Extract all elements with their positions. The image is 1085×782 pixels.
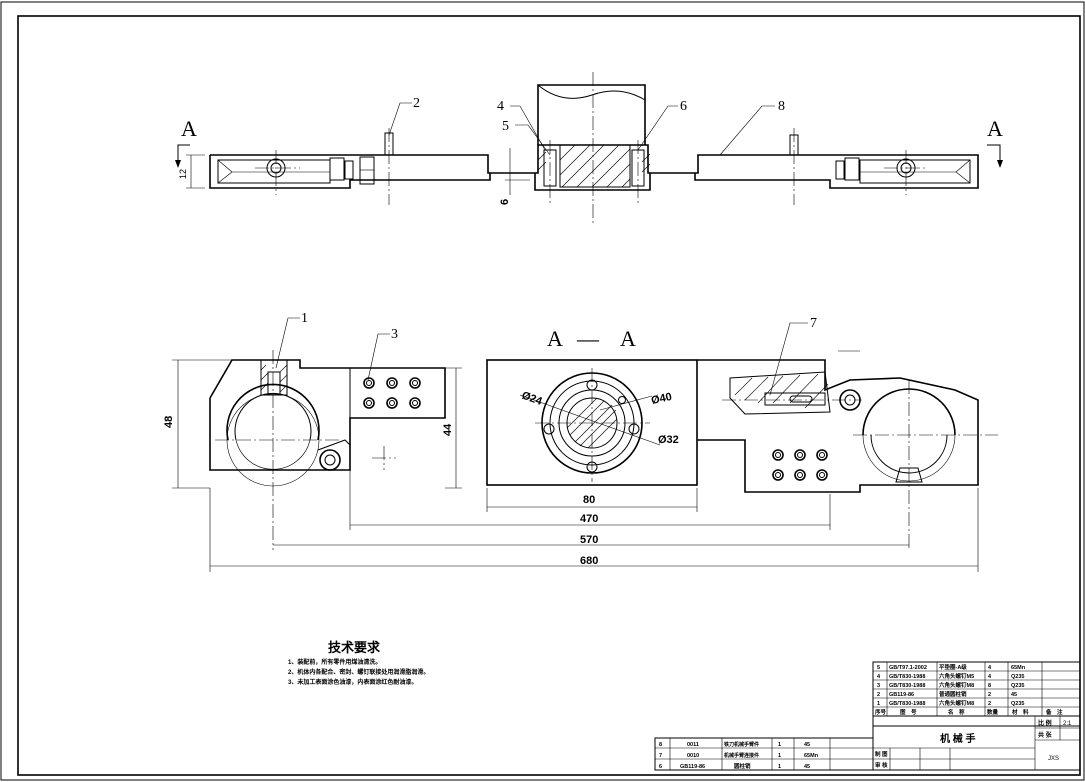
svg-text:GB/T97.1-2002: GB/T97.1-2002 — [889, 665, 927, 671]
reviewed-by-label: 审 核 — [875, 761, 888, 769]
dim-length-470: 470 — [580, 513, 598, 525]
svg-text:0010: 0010 — [687, 753, 699, 759]
dim-length-80: 80 — [583, 494, 595, 506]
svg-text:65Mn: 65Mn — [804, 753, 819, 759]
svg-text:Q235: Q235 — [1011, 683, 1024, 689]
bolt-group-right — [772, 449, 828, 481]
svg-text:Q235: Q235 — [1011, 674, 1024, 680]
bolt-group-left — [363, 377, 421, 409]
leaders-top — [275, 102, 808, 396]
svg-text:4: 4 — [988, 674, 992, 680]
svg-text:3: 3 — [877, 683, 880, 689]
balloon-5: 5 — [502, 119, 509, 134]
tech-requirement-1: 1、装配前，所有零件用煤油清洗。 — [288, 658, 381, 666]
svg-text:7: 7 — [659, 753, 662, 759]
svg-text:备 注: 备 注 — [1045, 708, 1063, 716]
balloon-7: 7 — [810, 316, 817, 331]
section-marker-left: A — [181, 116, 197, 141]
svg-text:1: 1 — [778, 742, 781, 748]
svg-text:8: 8 — [659, 742, 662, 748]
dim-thickness-12: 12 — [178, 169, 188, 179]
dim-length-570: 570 — [580, 534, 598, 546]
svg-text:序号: 序号 — [874, 708, 887, 716]
svg-text:45: 45 — [804, 742, 810, 748]
dim-height-48: 48 — [163, 416, 175, 428]
svg-text:2: 2 — [877, 692, 880, 698]
svg-text:GB119-86: GB119-86 — [680, 764, 705, 770]
balloon-6: 6 — [680, 99, 687, 114]
dim-dia-40: Ø40 — [650, 391, 673, 407]
svg-text:GB/T830-1988: GB/T830-1988 — [889, 674, 925, 680]
section-marker-right: A — [987, 116, 1003, 141]
svg-text:45: 45 — [804, 764, 810, 770]
balloon-2: 2 — [413, 96, 420, 111]
balloon-3: 3 — [391, 327, 398, 342]
bom-table-lower: 8 0011 铁刀机械手臂件 1 45 7 0010 机械手臂连接件 1 65M… — [654, 737, 874, 771]
dim-dia-32: Ø32 — [658, 434, 679, 446]
svg-text:5: 5 — [877, 665, 880, 671]
svg-text:1: 1 — [778, 764, 781, 770]
dim-dia-24: Ø24 — [520, 390, 544, 409]
dim-length-680: 680 — [580, 555, 598, 567]
dimension-lines — [172, 359, 979, 572]
svg-text:8: 8 — [988, 683, 991, 689]
svg-text:材 料: 材 料 — [1012, 708, 1029, 716]
svg-text:六角头螺钉M8: 六角头螺钉M8 — [939, 699, 974, 707]
svg-text:6: 6 — [659, 764, 662, 770]
svg-text:机械手臂连接件: 机械手臂连接件 — [723, 752, 759, 759]
svg-text:平垫圈-A级: 平垫圈-A级 — [939, 663, 967, 671]
balloon-8: 8 — [778, 99, 785, 114]
section-title-dash: — — [576, 326, 600, 351]
svg-text:六角头螺钉M8: 六角头螺钉M8 — [939, 681, 974, 689]
section-view-top — [175, 72, 1003, 225]
svg-text:1: 1 — [877, 701, 880, 707]
balloon-4: 4 — [497, 99, 504, 114]
dim-gap-6: 6 — [499, 199, 511, 205]
svg-text:图 号: 图 号 — [900, 708, 917, 716]
tech-requirement-2: 2、机体内各配合、密封、螺钉联接处用润滑脂润滑。 — [288, 668, 429, 676]
drawn-by-label: 制 图 — [875, 750, 888, 758]
part-name: 机 械 手 — [940, 732, 976, 745]
tech-requirements-title: 技术要求 — [328, 640, 381, 655]
svg-text:0011: 0011 — [687, 742, 699, 748]
svg-text:Q235: Q235 — [1011, 701, 1024, 707]
main-view — [209, 350, 998, 550]
svg-text:普通圆柱销: 普通圆柱销 — [939, 690, 967, 698]
sheets-label: 共 张 — [1038, 731, 1053, 739]
drawing-code: JXS — [1048, 756, 1059, 762]
svg-text:圆柱销: 圆柱销 — [734, 762, 751, 770]
svg-text:GB/T830-1988: GB/T830-1988 — [889, 683, 925, 689]
svg-text:65Mn: 65Mn — [1011, 665, 1026, 671]
section-title-a2: A — [620, 326, 636, 351]
section-title-a1: A — [547, 326, 563, 351]
svg-text:GB/T830-1988: GB/T830-1988 — [889, 701, 925, 707]
bom-rows-upper: 5 GB/T97.1-2002 平垫圈-A级 4 65Mn 4 GB/T830-… — [874, 663, 1063, 716]
svg-text:名 称: 名 称 — [948, 708, 965, 716]
svg-text:数量: 数量 — [987, 708, 999, 716]
tech-requirement-3: 3、未加工表面涂色油漆，内表面涂红色耐油漆。 — [288, 678, 417, 686]
svg-text:GB119-86: GB119-86 — [889, 692, 914, 698]
svg-text:2: 2 — [988, 692, 991, 698]
svg-text:45: 45 — [1011, 692, 1017, 698]
dim-height-44: 44 — [442, 423, 454, 436]
svg-text:4: 4 — [988, 665, 992, 671]
title-block: 机 械 手 比 例 2:1 共 张 制 图 审 核 JXS — [872, 715, 1081, 771]
svg-text:铁刀机械手臂件: 铁刀机械手臂件 — [724, 741, 759, 748]
svg-text:2: 2 — [988, 701, 991, 707]
scale-value: 2:1 — [1063, 721, 1072, 727]
scale-label: 比 例 — [1038, 719, 1052, 727]
svg-text:1: 1 — [778, 753, 781, 759]
inner-frame — [17, 15, 1081, 776]
svg-text:六角头螺钉M5: 六角头螺钉M5 — [939, 672, 974, 680]
balloon-1: 1 — [301, 311, 308, 326]
svg-text:4: 4 — [877, 674, 881, 680]
